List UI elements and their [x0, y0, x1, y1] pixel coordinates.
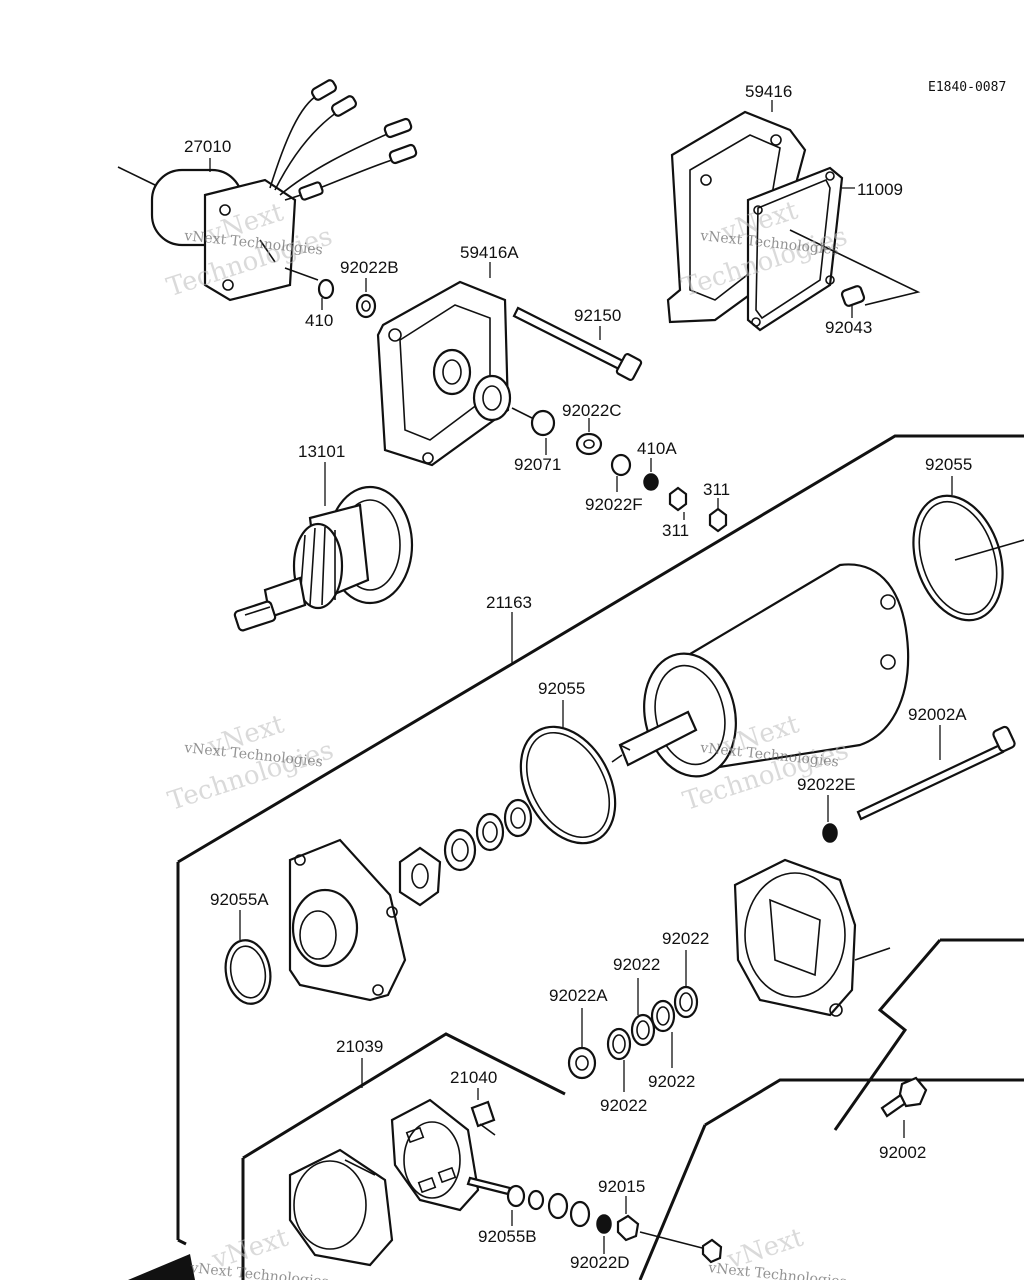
label-21039: 21039 [336, 1037, 383, 1056]
watermark-6-small: vNext Technologies [707, 1260, 848, 1280]
leader-small-parts [545, 418, 719, 520]
o-ring-92055-mid [519, 725, 617, 845]
o-ring-92055-top [912, 494, 1024, 622]
washers-410-92022B [317, 278, 377, 319]
label-59416A: 59416A [460, 243, 519, 262]
starter-motor-21163 [611, 563, 910, 778]
brush-plate-21040 [390, 1098, 496, 1212]
label-410: 410 [305, 311, 333, 330]
o-ring-92055A [224, 939, 272, 1005]
bolt-92055B-row [466, 1176, 723, 1264]
leader-92055B-92015-92022D [511, 1196, 627, 1254]
label-92022A: 92022A [549, 986, 608, 1005]
leader-410-92022B [321, 278, 367, 310]
gasket-11009 [746, 166, 844, 332]
label-92022F: 92022F [585, 495, 643, 514]
label-410A: 410A [637, 439, 677, 458]
label-92150: 92150 [574, 306, 621, 325]
leader-washer-group [581, 950, 687, 1092]
label-21040: 21040 [450, 1068, 497, 1087]
brush-holder-frame [241, 1032, 1024, 1280]
label-92055A: 92055A [210, 890, 269, 909]
watermark-5-small: vNext Technologies [189, 1260, 330, 1280]
yoke-housing [288, 1148, 394, 1267]
label-92022D: 92022D [570, 1253, 630, 1272]
label-92015: 92015 [598, 1177, 645, 1196]
label-92022E: 92022E [797, 775, 856, 794]
starter-motor-frame [176, 434, 1024, 1246]
diagram-code: E1840-0087 [928, 80, 1006, 95]
leader-59416-11009-92043 [771, 100, 855, 318]
bracket-59416A [376, 280, 512, 467]
through-bolt-92002A [822, 725, 1016, 843]
starter-clutch-13101 [233, 485, 414, 632]
label-59416: 59416 [745, 82, 792, 101]
front-end-cover [288, 838, 407, 1002]
label-92055B: 92055B [478, 1227, 537, 1246]
label-311-b: 311 [662, 521, 689, 540]
bolt-92002 [880, 1076, 928, 1118]
shims-row [398, 798, 533, 907]
label-92055-top: 92055 [925, 455, 972, 474]
label-27010: 27010 [184, 137, 231, 156]
bolt-92150 [512, 306, 643, 381]
label-92022-b: 92022 [613, 955, 660, 974]
label-92022C: 92022C [562, 401, 622, 420]
starter-relay-27010 [117, 79, 418, 302]
label-11009: 11009 [857, 180, 903, 199]
rear-end-cover [733, 858, 891, 1017]
label-21163: 21163 [486, 593, 532, 612]
cap-92043 [840, 285, 866, 307]
corner-badge [128, 1254, 195, 1280]
leader-92002A-92022E [827, 725, 941, 822]
label-92002: 92002 [879, 1143, 926, 1162]
label-92002A: 92002A [908, 705, 967, 724]
arrow-59416 [789, 229, 921, 306]
label-92043: 92043 [825, 318, 872, 337]
label-311-a: 311 [703, 480, 730, 499]
zigzag-break [833, 939, 942, 1131]
label-92022-a: 92022 [662, 929, 709, 948]
label-92055-mid: 92055 [538, 679, 585, 698]
label-92022-c: 92022 [648, 1072, 695, 1091]
label-92022-d: 92022 [600, 1096, 647, 1115]
small-parts-row [511, 407, 728, 533]
label-13101: 13101 [298, 442, 345, 461]
label-92022B: 92022B [340, 258, 399, 277]
label-92071: 92071 [514, 455, 561, 474]
